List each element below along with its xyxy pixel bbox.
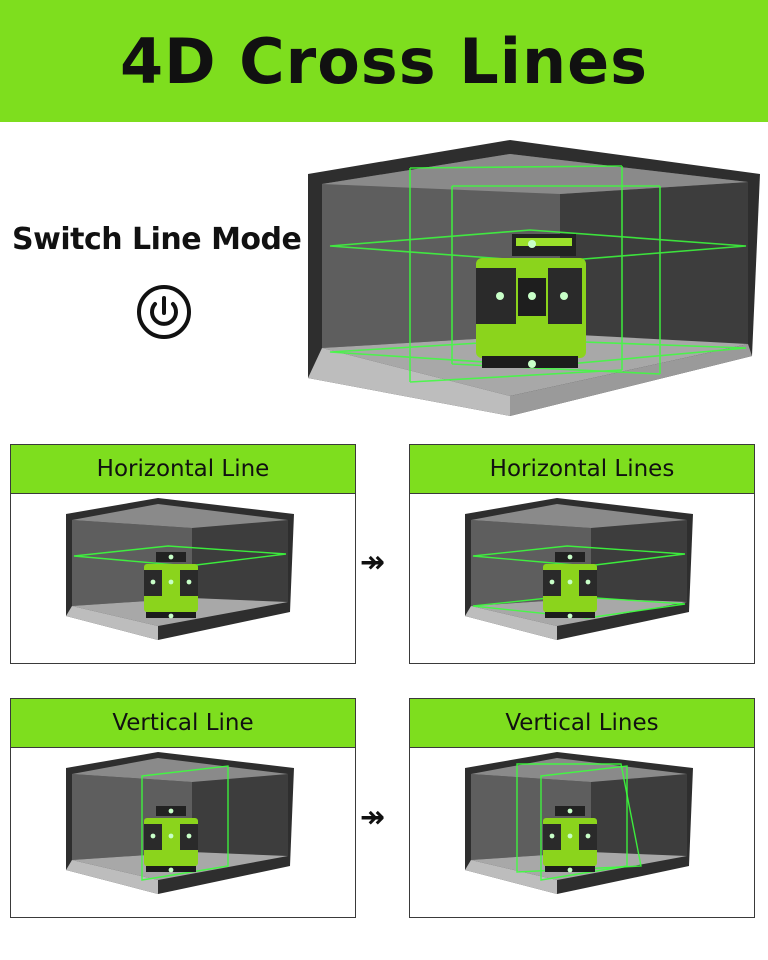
power-icon[interactable]	[136, 284, 192, 340]
panel-title: Vertical Line	[11, 699, 355, 748]
panel-title: Vertical Lines	[410, 699, 754, 748]
switch-line-mode-label: Switch Line Mode	[12, 222, 302, 257]
hero-room-illustration	[308, 140, 760, 416]
laser-level-device	[476, 234, 586, 368]
room-illustration-vertical-line	[66, 752, 294, 894]
panel-title: Horizontal Lines	[410, 445, 754, 494]
room-illustration-horizontal-lines	[465, 498, 693, 640]
page-title: 4D Cross Lines	[119, 24, 649, 98]
panel-vertical-line: Vertical Line	[10, 698, 356, 918]
double-arrow-right-icon: ↠	[360, 545, 386, 580]
room-illustration-horizontal-line	[66, 498, 294, 640]
room-illustration-vertical-lines	[465, 752, 693, 894]
panel-vertical-lines: Vertical Lines	[409, 698, 755, 918]
panel-horizontal-lines: Horizontal Lines	[409, 444, 755, 664]
panel-title: Horizontal Line	[11, 445, 355, 494]
double-arrow-right-icon: ↠	[360, 800, 386, 835]
header-banner: 4D Cross Lines	[0, 0, 768, 122]
panel-horizontal-line: Horizontal Line	[10, 444, 356, 664]
